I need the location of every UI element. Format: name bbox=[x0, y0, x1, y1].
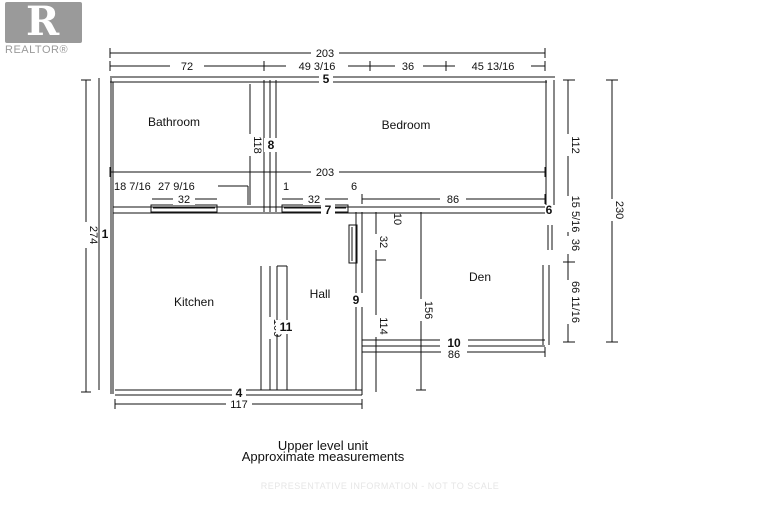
dim-label-86-bottom: 86 bbox=[448, 349, 460, 361]
dim-label-274: 274 bbox=[87, 226, 99, 244]
dim-label-72: 72 bbox=[181, 61, 193, 73]
dim-label-49: 49 3/16 bbox=[299, 61, 336, 73]
room-label-kitchen: Kitchen bbox=[174, 295, 214, 309]
wall-number-10: 10 bbox=[447, 336, 461, 350]
wall-number-9: 9 bbox=[353, 293, 360, 307]
room-label-bathroom: Bathroom bbox=[148, 115, 200, 129]
dim-label-112: 112 bbox=[569, 136, 581, 154]
wall-number-8: 8 bbox=[268, 138, 275, 152]
dim-label-230: 230 bbox=[613, 201, 625, 219]
room-label-bedroom: Bedroom bbox=[382, 118, 431, 132]
dim-label-118: 118 bbox=[251, 136, 263, 154]
caption-measurements: Approximate measurements bbox=[241, 449, 405, 464]
hall-closet bbox=[348, 224, 358, 264]
dim-label-6: 6 bbox=[351, 181, 357, 193]
dim-label-27: 27 9/16 bbox=[158, 181, 195, 193]
realtor-logo: R REALTOR® bbox=[4, 0, 84, 56]
realtor-logo-mark: R bbox=[5, 0, 82, 45]
watermark: REPRESENTATIVE INFORMATION - NOT TO SCAL… bbox=[260, 481, 500, 491]
dim-label-18: 18 7/16 bbox=[114, 181, 151, 193]
dim-label-86-top: 86 bbox=[447, 194, 459, 206]
dim-label-15: 15 5/16 bbox=[569, 196, 581, 233]
dim-label-203-mid: 203 bbox=[316, 167, 334, 179]
dim-label-156: 156 bbox=[422, 301, 434, 319]
wall-number-1: 1 bbox=[102, 227, 109, 241]
room-label-den: Den bbox=[469, 270, 491, 284]
caption-unit: Upper level unit bbox=[277, 438, 369, 453]
dim-label-36-right: 36 bbox=[569, 239, 581, 251]
dim-label-32-hall: 32 bbox=[377, 236, 389, 248]
dim-label-45: 45 13/16 bbox=[472, 61, 515, 73]
wall-number-6: 6 bbox=[546, 203, 553, 217]
wall-number-11: 11 bbox=[280, 320, 293, 334]
dim-label-32-left: 32 bbox=[178, 194, 190, 206]
dim-label-1: 1 bbox=[283, 181, 289, 193]
dim-label-117: 117 bbox=[230, 399, 248, 411]
dim-label-10-hall: 10 bbox=[391, 213, 403, 225]
wall-number-4: 4 bbox=[236, 386, 243, 400]
dim-label-66: 66 11/16 bbox=[569, 281, 581, 323]
dim-label-overall-width: 203 bbox=[316, 48, 334, 60]
realtor-logo-letter: R bbox=[26, 0, 60, 45]
wall-number-5: 5 bbox=[323, 72, 330, 86]
realtor-logo-text: REALTOR® bbox=[5, 44, 69, 56]
dim-label-36-top: 36 bbox=[402, 61, 414, 73]
dim-label-32-right: 32 bbox=[308, 194, 320, 206]
dim-label-114: 114 bbox=[377, 317, 389, 335]
room-label-hall: Hall bbox=[310, 287, 331, 301]
wall-number-7: 7 bbox=[325, 203, 332, 217]
